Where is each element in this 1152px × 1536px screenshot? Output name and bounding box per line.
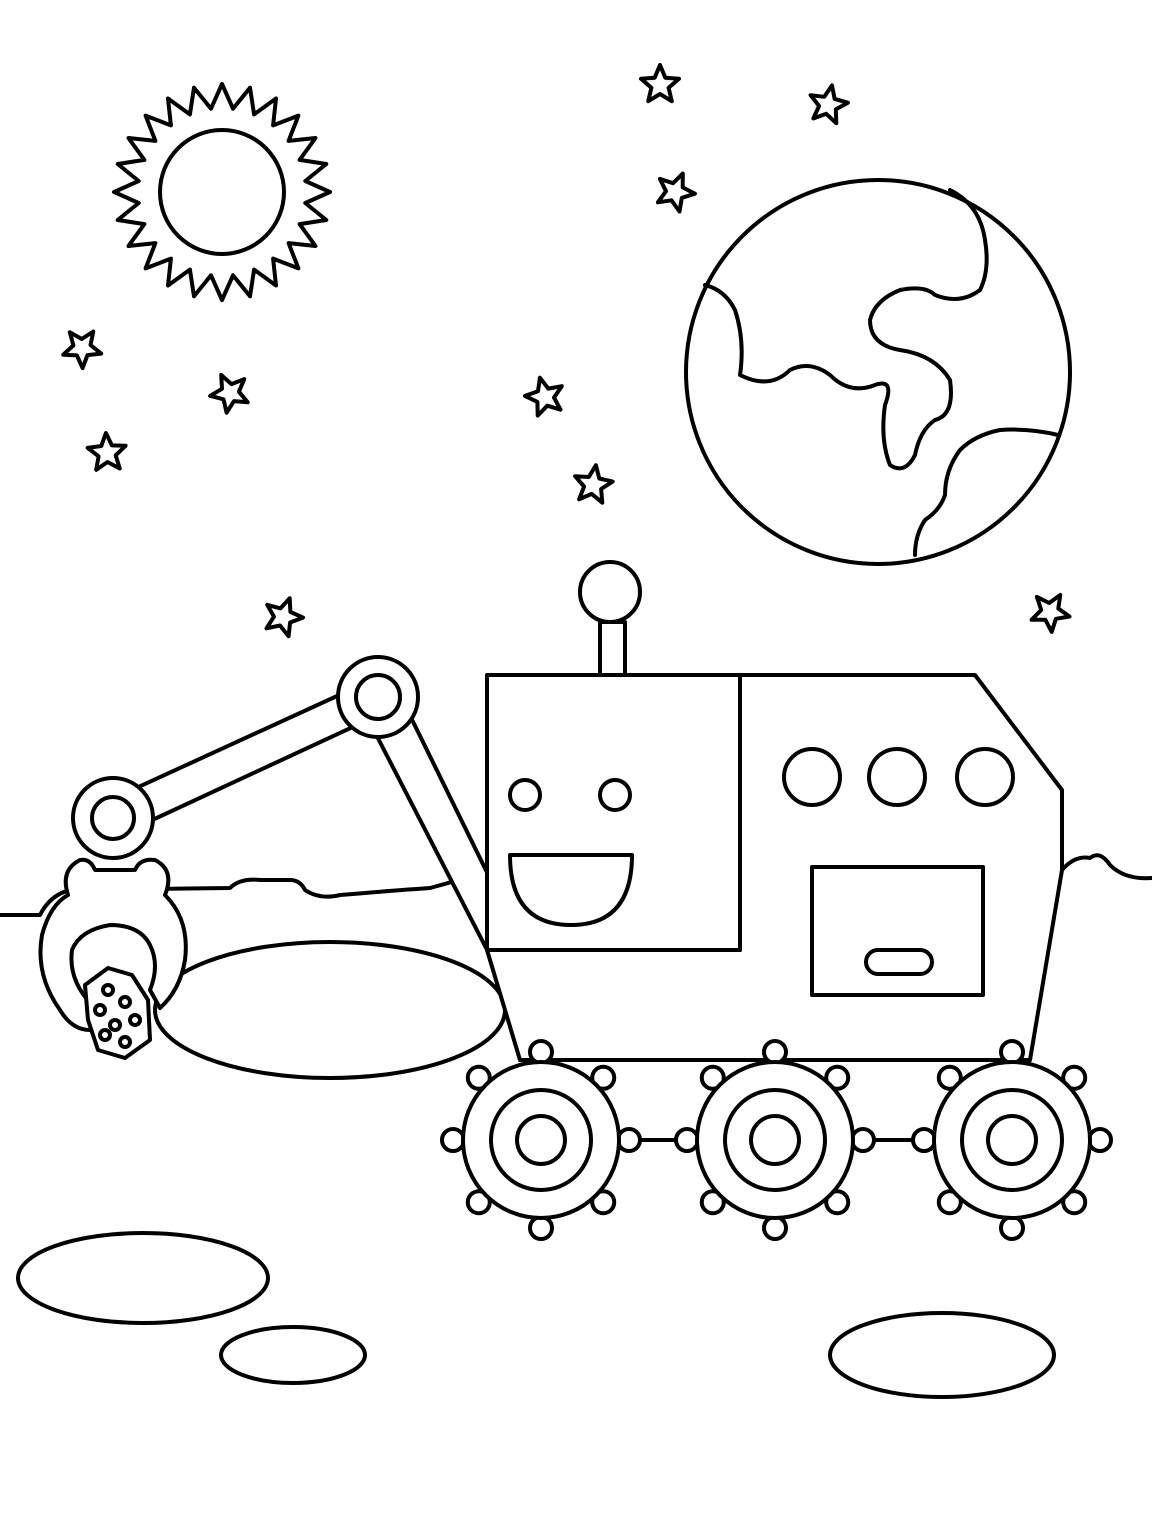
star-icon <box>639 63 681 104</box>
star-icon <box>655 171 697 214</box>
eye-left <box>508 778 542 812</box>
crater-large <box>153 940 507 1080</box>
wheel-icon <box>440 1039 642 1241</box>
crater-bottom-left <box>16 1231 270 1325</box>
star-icon <box>61 329 104 370</box>
robotic-arm <box>38 655 532 1060</box>
star-icon <box>573 463 615 505</box>
side-panel <box>810 865 985 997</box>
wheel-icon <box>911 1039 1113 1241</box>
claw-icon <box>38 857 188 1032</box>
stars-group <box>61 63 1072 639</box>
eye-right <box>598 778 632 812</box>
wheel-icon <box>674 1039 876 1241</box>
antenna-stem <box>598 620 627 677</box>
star-icon <box>808 83 850 126</box>
antenna-ball <box>578 560 642 624</box>
rover <box>440 560 1113 1241</box>
sun-icon <box>112 82 332 302</box>
star-icon <box>523 375 564 418</box>
panel-slot <box>864 948 934 976</box>
ground-horizon-right <box>1060 853 1152 881</box>
star-icon <box>208 373 250 415</box>
star-icon <box>1029 592 1072 634</box>
earth-icon <box>684 178 1072 566</box>
star-icon <box>264 596 305 639</box>
rover-face-panel <box>485 673 742 952</box>
crater-bottom-right <box>828 1311 1056 1399</box>
smile <box>508 853 634 927</box>
star-icon <box>85 431 128 472</box>
crater-bottom-small <box>219 1325 367 1385</box>
